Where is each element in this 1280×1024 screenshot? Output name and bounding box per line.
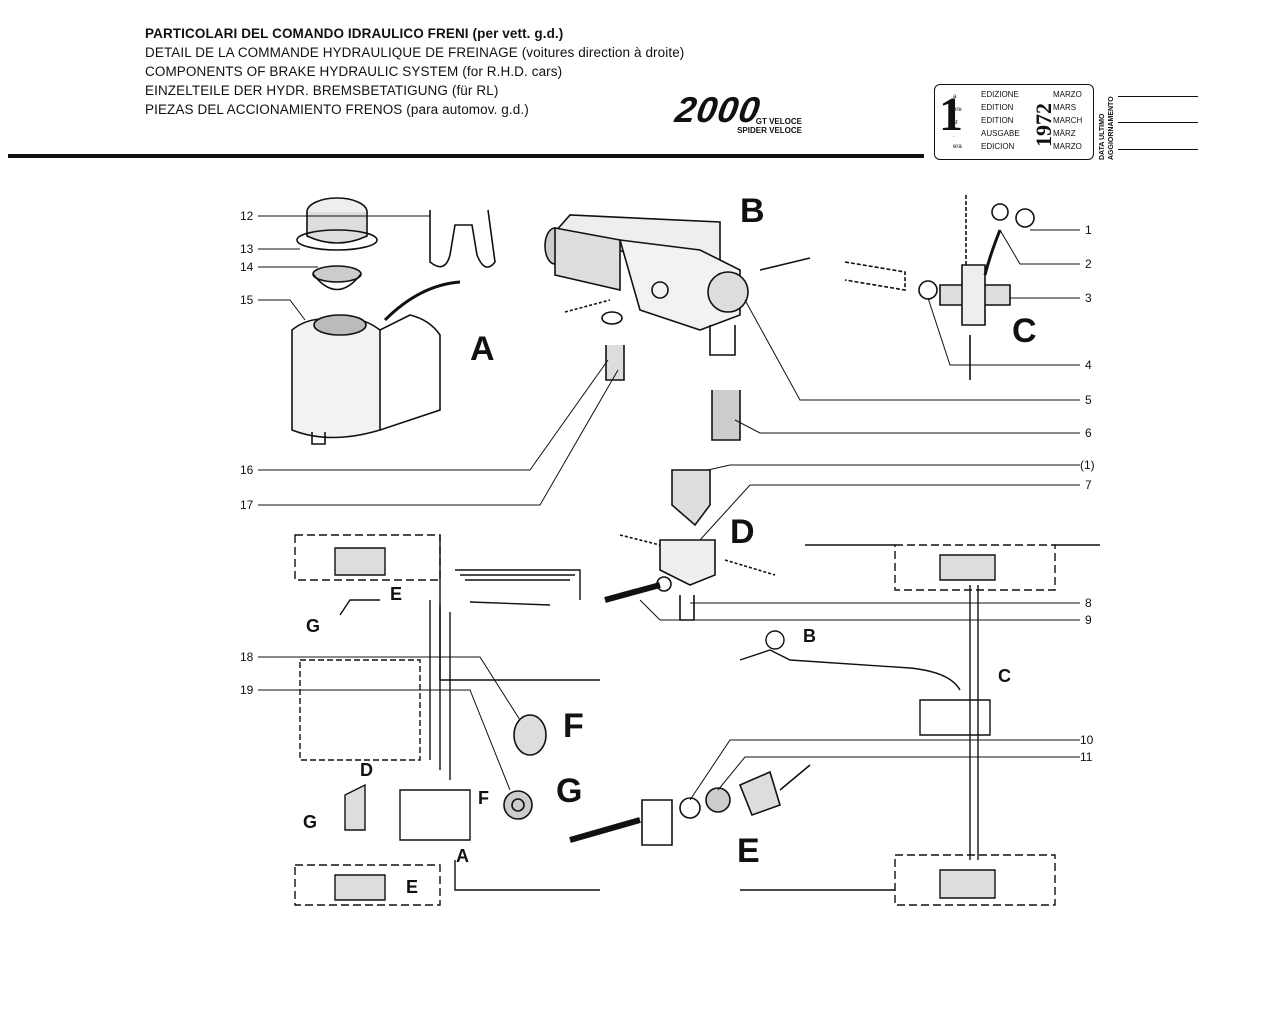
edition-suffix: ère xyxy=(953,107,962,113)
layout-label-f: F xyxy=(478,788,489,808)
edition-word: EDIZIONE xyxy=(981,90,1019,99)
callout-1-note: (1) xyxy=(1080,458,1095,472)
callout-4: 4 xyxy=(1085,358,1092,372)
diagram-text-layer: 12 13 14 15 16 17 18 19 1 2 3 4 5 6 (1) … xyxy=(240,192,1095,897)
update-line xyxy=(1118,122,1198,123)
callout-16: 16 xyxy=(240,463,254,477)
right-car-layout xyxy=(739,544,1100,906)
tee-fitting-c xyxy=(844,195,1035,380)
section-label-f: F xyxy=(563,707,584,745)
layout-label-g-bottom: G xyxy=(303,812,317,832)
title-line-es: PIEZAS DEL ACCIONAMIENTO FRENOS (para au… xyxy=(145,102,529,117)
fittings-fge xyxy=(503,714,811,846)
layout-label-e-bottom: E xyxy=(406,877,418,897)
left-car-layout xyxy=(294,534,600,906)
header-title-block: PARTICOLARI DEL COMANDO IDRAULICO FRENI … xyxy=(145,24,785,119)
edition-suffix: a xyxy=(953,94,957,100)
title-line-en: COMPONENTS OF BRAKE HYDRAULIC SYSTEM (fo… xyxy=(145,64,563,79)
edition-suffix: era xyxy=(953,144,962,150)
layout-label-b-right: B xyxy=(803,626,816,646)
callout-6: 6 xyxy=(1085,426,1092,440)
callout-19: 19 xyxy=(240,683,254,697)
callout-1: 1 xyxy=(1085,223,1092,237)
edition-month: MARZO xyxy=(1053,142,1082,151)
edition-word: EDITION xyxy=(981,103,1014,112)
section-label-g: G xyxy=(556,772,582,810)
edition-month: MÄRZ xyxy=(1053,129,1076,138)
section-label-e: E xyxy=(737,832,760,870)
edition-number: 1 xyxy=(939,88,963,141)
section-label-b: B xyxy=(740,192,765,230)
callout-9: 9 xyxy=(1085,613,1092,627)
master-cylinder-b xyxy=(544,214,811,441)
edition-month: MARS xyxy=(1053,103,1077,112)
edition-word: AUSGABE xyxy=(981,129,1020,138)
callout-5: 5 xyxy=(1085,393,1092,407)
callout-14: 14 xyxy=(240,260,254,274)
title-line-de: EINZELTEILE DER HYDR. BREMSBETATIGUNG (f… xyxy=(145,83,499,98)
layout-label-a: A xyxy=(456,846,469,866)
edition-suffix: st xyxy=(953,120,958,126)
edition-suffix: . xyxy=(953,133,955,139)
layout-label-g-top: G xyxy=(306,616,320,636)
callout-12: 12 xyxy=(240,209,254,223)
update-line xyxy=(1118,149,1198,150)
title-line-fr: DETAIL DE LA COMMANDE HYDRAULIQUE DE FRE… xyxy=(145,45,685,60)
section-label-d: D xyxy=(730,513,755,551)
callout-10: 10 xyxy=(1080,733,1094,747)
title-line-it: PARTICOLARI DEL COMANDO IDRAULICO FRENI … xyxy=(145,26,564,41)
edition-word: EDICION xyxy=(981,142,1015,151)
edition-month: MARCH xyxy=(1053,116,1083,125)
layout-label-e-top: E xyxy=(390,584,402,604)
callout-7: 7 xyxy=(1085,478,1092,492)
leader-lines xyxy=(258,215,1080,801)
section-label-c: C xyxy=(1012,312,1037,350)
junction-d xyxy=(604,469,776,621)
callout-15: 15 xyxy=(240,293,254,307)
reservoir-group-a xyxy=(291,197,496,445)
layout-label-d: D xyxy=(360,760,373,780)
header-rule xyxy=(8,154,924,158)
callout-3: 3 xyxy=(1085,291,1092,305)
callout-2: 2 xyxy=(1085,257,1092,271)
callout-17: 17 xyxy=(240,498,254,512)
section-label-a: A xyxy=(470,330,495,368)
callout-13: 13 xyxy=(240,242,254,256)
update-line xyxy=(1118,96,1198,97)
edition-month: MARZO xyxy=(1053,90,1082,99)
callout-18: 18 xyxy=(240,650,254,664)
edition-box: 1 a ère st . era EDIZIONE EDITION EDITIO… xyxy=(934,84,1094,160)
edition-word: EDITION xyxy=(981,116,1014,125)
layout-label-c-right: C xyxy=(998,666,1011,686)
callout-8: 8 xyxy=(1085,596,1092,610)
callout-11: 11 xyxy=(1080,750,1093,764)
